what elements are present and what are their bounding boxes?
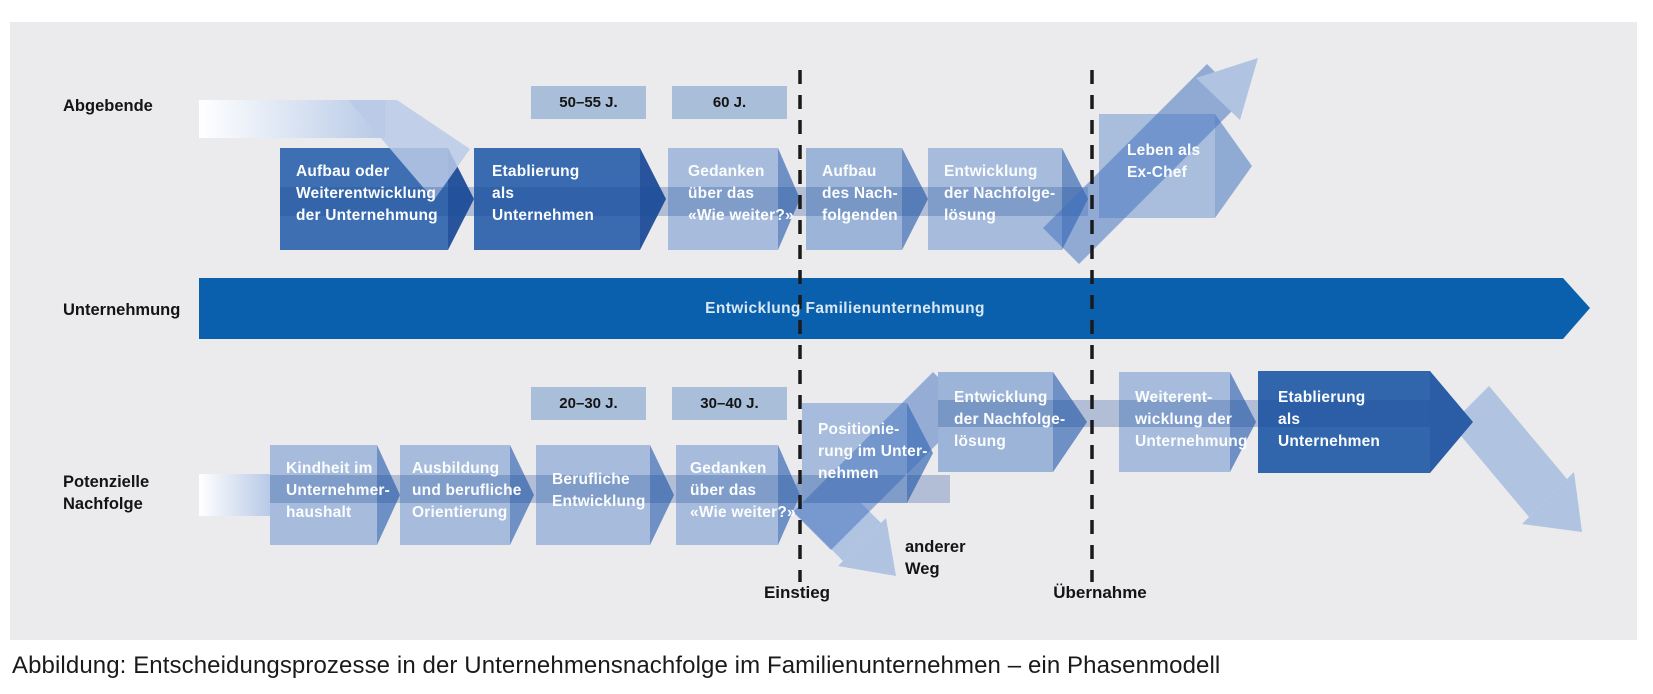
phase-label-aufbau-nachfolgenden: Aufbau des Nach- folgenden xyxy=(822,163,898,224)
phase-tip xyxy=(448,148,474,250)
phase-tip xyxy=(778,445,800,545)
phase-label-ausbildung: Ausbildung und berufliche Orientierung xyxy=(412,460,522,521)
anderer-weg-arrowhead xyxy=(838,518,896,576)
age-marker-50-55: 50–55 J. xyxy=(531,86,646,119)
phase-shape-gedanken-top xyxy=(668,148,778,250)
row-label-abgebende: Abgebende xyxy=(63,97,153,115)
unternehmung-arrow-label: Entwicklung Familienunternehmung xyxy=(705,300,985,317)
phase-tip xyxy=(377,445,400,545)
trailing-diagonal-band xyxy=(1451,386,1567,517)
phase-label-leben-als-exchef: Leben als Ex-Chef xyxy=(1127,142,1201,181)
phase-tip xyxy=(1053,372,1087,472)
phase-shape-nachfolgeloesung-bottom xyxy=(938,372,1053,472)
phase-shape-ausbildung xyxy=(400,445,510,545)
phase-label-kindheit: Kindheit im Unternehmer- haushalt xyxy=(286,460,391,521)
nachfolge-fadein-band xyxy=(199,474,271,516)
positionierung-diagonal-band xyxy=(793,372,971,550)
phase-label-nachfolgeloesung-bottom: Entwicklung der Nachfolge- lösung xyxy=(954,389,1066,450)
abgebende-bend-connector xyxy=(348,100,470,200)
row-label-unternehmung: Unternehmung xyxy=(63,301,181,319)
phase-shape-berufliche-entwicklung xyxy=(536,445,650,545)
milestone-label-uebernahme: Übernahme xyxy=(1053,583,1147,602)
phase-label-weiterentwicklung: Weiterent- wicklung der Unternehmung xyxy=(1135,389,1248,450)
phase-label-gedanken-bottom: Gedanken über das «Wie weiter?» xyxy=(690,460,796,521)
phase-shape-weiterentwicklung xyxy=(1119,372,1230,472)
figure-caption: Abbildung: Entscheidungsprozesse in der … xyxy=(12,652,1221,679)
phase-tip xyxy=(1215,114,1252,218)
phase-shape-aufbau-nachfolgenden xyxy=(806,148,902,250)
phase-label-nachfolgeloesung-top: Entwicklung der Nachfolge- lösung xyxy=(944,163,1056,224)
abgebende-flow-band xyxy=(280,187,1088,216)
phase-label-etablierung-bottom: Etablierung als Unternehmen xyxy=(1278,389,1381,450)
phase-shape-kindheit xyxy=(270,445,377,545)
unternehmung-arrow xyxy=(199,278,1590,339)
age-marker-30-40: 30–40 J. xyxy=(672,387,787,420)
raised-flow-band xyxy=(938,400,1430,427)
phase-shape-nachfolgeloesung-top xyxy=(928,148,1062,250)
age-marker-60: 60 J. xyxy=(672,86,787,119)
exchef-diagonal-arrowhead xyxy=(1196,58,1258,120)
phase-tip xyxy=(640,148,666,250)
phase-label-berufliche-entwicklung: Berufliche Entwicklung xyxy=(552,471,646,510)
anderer-weg-label: anderer Weg xyxy=(905,538,966,578)
phase-tip xyxy=(1430,371,1473,473)
phase-tip xyxy=(1230,372,1256,472)
phase-tip xyxy=(778,148,800,250)
phase-shape-gedanken-bottom xyxy=(676,445,778,545)
row-label-potenzielle-nachfolge: Potenzielle Nachfolge xyxy=(63,473,150,513)
phase-label-positionierung: Positionie- rung im Unter- nehmen xyxy=(818,421,928,482)
phase-tip xyxy=(650,445,674,545)
nachfolge-flow-band xyxy=(270,475,950,503)
phase-label-etablierung-top: Etablierung als Unternehmen xyxy=(492,163,595,224)
milestone-label-einstieg: Einstieg xyxy=(763,583,831,602)
age-marker-20-30: 20–30 J. xyxy=(531,387,646,420)
phase-shape-etablierung-bottom xyxy=(1258,371,1430,473)
phase-tip xyxy=(902,148,928,250)
exchef-diagonal-band xyxy=(1043,64,1243,264)
phase-shape-etablierung-top xyxy=(474,148,640,250)
phase-label-aufbau-unternehmung: Aufbau oder Weiterentwicklung der Untern… xyxy=(296,163,438,224)
phase-label-gedanken-top: Gedanken über das «Wie weiter?» xyxy=(688,163,794,224)
trailing-diagonal-arrowhead xyxy=(1522,472,1582,532)
phase-tip xyxy=(510,445,534,545)
